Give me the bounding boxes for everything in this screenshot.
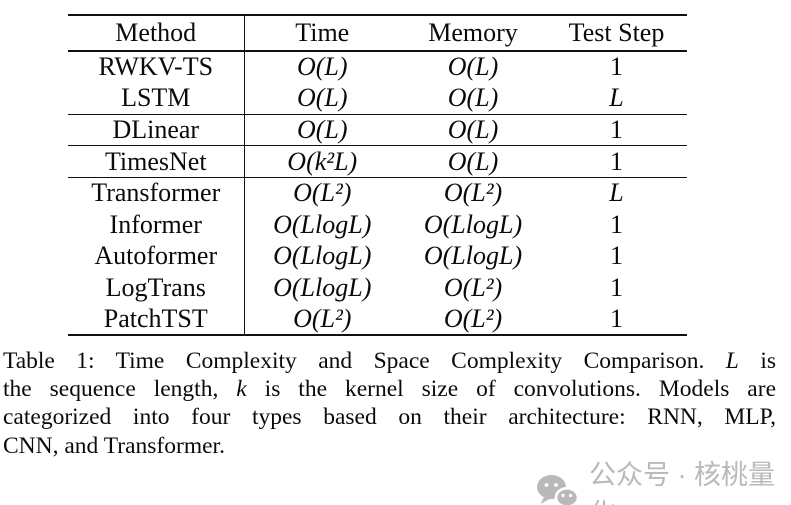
table-header: Method Time Memory Test Step: [68, 15, 687, 51]
cell-step: 1: [610, 146, 623, 176]
watermark: 公众号 · 核桃量化: [536, 453, 791, 505]
caption-line: CNN, and Transformer.: [3, 432, 225, 459]
cell-step: 1: [610, 304, 623, 334]
table-row-logtrans: LogTrans O(LlogL) O(L²) 1: [68, 272, 687, 304]
cell-memory: O(L²): [443, 272, 503, 302]
cell-memory: O(LlogL): [423, 209, 523, 239]
cell-step: L: [609, 83, 624, 113]
cell-method: RWKV-TS: [68, 51, 245, 83]
cell-step: 1: [610, 52, 623, 82]
cell-step: 1: [610, 241, 623, 271]
cell-method: Informer: [68, 208, 245, 241]
cell-time: O(LlogL): [273, 241, 372, 271]
cell-memory: O(L): [447, 83, 499, 113]
cell-time: O(L): [296, 52, 348, 82]
header-row: Method Time Memory Test Step: [68, 15, 687, 51]
cell-memory: O(L): [447, 114, 499, 144]
table-row-autoformer: Autoformer O(LlogL) O(LlogL) 1: [68, 240, 687, 273]
cell-time: O(L²): [293, 304, 352, 334]
caption-line: Table 1: Time Complexity and Space Compl…: [3, 348, 776, 374]
cell-method: Autoformer: [68, 240, 245, 273]
cell-memory: O(L²): [443, 304, 503, 334]
cell-method: DLinear: [68, 114, 245, 146]
caption-line: the sequence length, k is the kernel siz…: [3, 376, 776, 403]
cell-time: O(L): [296, 114, 348, 144]
cell-time: O(L²): [293, 178, 352, 208]
watermark-text: 公众号 · 核桃量化: [589, 460, 775, 505]
column-header-memory: Memory: [428, 18, 518, 47]
wechat-icon: [536, 474, 580, 505]
table-row-rwkv-ts: RWKV-TS O(L) O(L) 1: [68, 51, 687, 83]
cell-time: O(LlogL): [273, 209, 372, 239]
cell-step: 1: [610, 272, 623, 302]
table-row-informer: Informer O(LlogL) O(LlogL) 1: [68, 208, 687, 241]
cell-step: L: [609, 178, 624, 208]
cell-step: 1: [610, 114, 623, 144]
column-header-test-step: Test Step: [568, 18, 665, 47]
cell-method: LSTM: [68, 82, 245, 115]
table-caption: Table 1: Time Complexity and Space Compl…: [3, 347, 776, 460]
cell-memory: O(L²): [443, 178, 503, 208]
cell-step: 1: [610, 209, 623, 239]
table-row-patchtst: PatchTST O(L²) O(L²) 1: [68, 303, 687, 336]
cell-method: PatchTST: [68, 303, 245, 336]
table-row-transformer: Transformer O(L²) O(L²) L: [68, 177, 687, 209]
column-header-time: Time: [295, 18, 350, 47]
cell-time: O(L): [296, 83, 348, 113]
cell-method: TimesNet: [68, 145, 245, 178]
cell-time: O(LlogL): [273, 272, 372, 302]
cell-memory: O(L): [447, 146, 499, 176]
cell-memory: O(LlogL): [423, 241, 523, 271]
cell-method: LogTrans: [68, 272, 245, 304]
column-header-method: Method: [68, 15, 245, 51]
table-row-lstm: LSTM O(L) O(L) L: [68, 82, 687, 115]
table-row-timesnet: TimesNet O(k²L) O(L) 1: [68, 145, 687, 178]
cell-memory: O(L): [447, 52, 499, 82]
cell-method: Transformer: [68, 177, 245, 209]
table-row-dlinear: DLinear O(L) O(L) 1: [68, 114, 687, 146]
cell-time: O(k²L): [287, 146, 358, 176]
caption-line: categorized into four types based on the…: [3, 404, 776, 431]
